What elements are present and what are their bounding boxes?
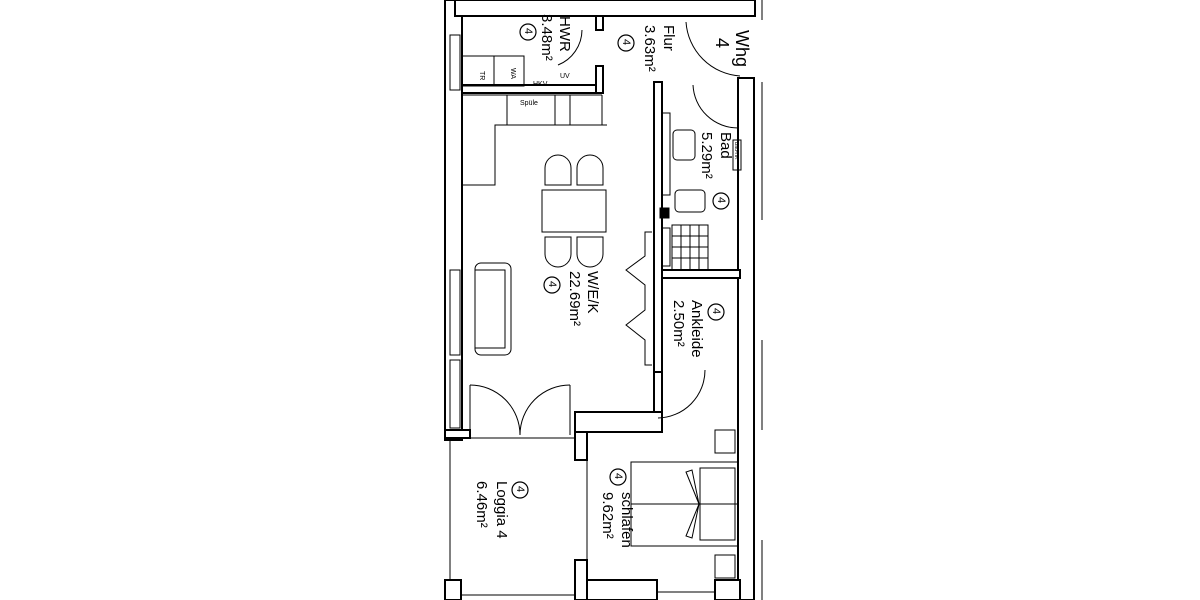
sink-label: Spüle <box>520 100 538 107</box>
room-marker-ankleide: 4 <box>710 308 722 314</box>
room-area-wek: 22.69m² <box>566 271 583 326</box>
bad-hk-label: Bad-HK <box>733 142 739 160</box>
room-name-wek: W/E/K <box>584 271 601 314</box>
room-area-ankleide: 2.50m² <box>670 300 687 347</box>
room-marker-flur: 4 <box>620 39 632 45</box>
room-marker-loggia: 4 <box>514 486 526 492</box>
room-area-schlafen: 9.62m² <box>599 492 616 539</box>
apartment-label: Whg <box>732 30 752 67</box>
room-name-flur: Flur <box>660 25 677 51</box>
doors <box>469 21 741 436</box>
furniture: TR WA HKV UV Spüle Bad-HK <box>461 55 742 579</box>
room-marker-wek: 4 <box>546 281 558 287</box>
room-name-ankleide: Ankleide <box>688 300 705 358</box>
room-name-loggia: Loggia 4 <box>493 481 510 539</box>
room-area-bad: 5.29m² <box>698 132 715 179</box>
walls <box>444 0 763 600</box>
room-name-bad: Bad <box>717 132 734 159</box>
room-area-loggia: 6.46m² <box>473 481 490 528</box>
apartment-number: 4 <box>712 38 732 48</box>
room-labels: Whg 4 HWR 3.48m² 4 Flur 3.63m² 4 Bad 5.2… <box>473 14 752 548</box>
shower-grid <box>671 224 709 271</box>
room-marker-hwr: 4 <box>522 28 534 34</box>
dryer-label: TR <box>478 71 485 80</box>
uv-label: UV <box>560 73 570 80</box>
room-name-schlafen: schlafen <box>618 492 635 548</box>
washer-label: WA <box>509 68 516 79</box>
room-marker-bad: 4 <box>715 197 727 203</box>
room-name-hwr: HWR <box>556 16 573 52</box>
room-area-flur: 3.63m² <box>641 25 658 72</box>
room-marker-schlafen: 4 <box>612 473 624 479</box>
room-area-hwr: 3.48m² <box>538 14 555 61</box>
hkv-label: HKV <box>533 81 548 88</box>
